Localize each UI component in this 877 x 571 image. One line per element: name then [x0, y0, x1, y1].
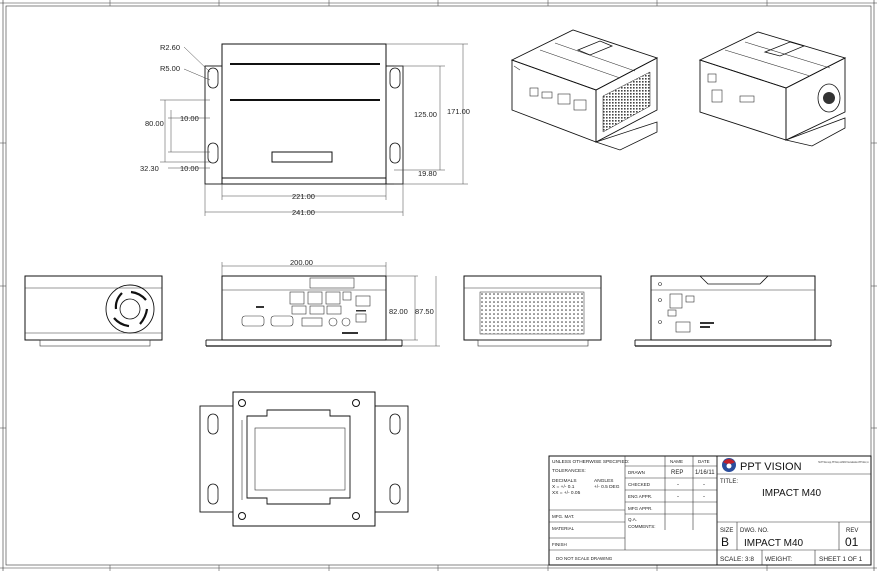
- isometric-view-rear: [698, 31, 847, 147]
- dim-80: 80.00: [145, 119, 164, 128]
- tb-drawn: DRAWN: [628, 470, 645, 475]
- dim-171: 171.00: [447, 107, 470, 116]
- dim-r-top: R2.60: [160, 43, 180, 52]
- dim-200: 200.00: [290, 258, 313, 267]
- isometric-view-front: [510, 29, 659, 151]
- tb-checked: CHECKED: [628, 482, 651, 487]
- tb-company-fine: The PPT Vision Logo, PPT Vision, and IMP…: [818, 460, 869, 464]
- bottom-view: [199, 391, 409, 527]
- tb-sheet: SHEET 1 OF 1: [819, 556, 863, 563]
- company-logo: [722, 458, 736, 472]
- tb-finish: FINISH: [552, 542, 567, 547]
- dim-82: 82.00: [389, 307, 408, 316]
- tb-rev-label: REV: [846, 528, 858, 534]
- dim-125: 125.00: [414, 110, 437, 119]
- tb-eng-name: -: [677, 494, 679, 500]
- dim-241: 241.00: [292, 208, 315, 217]
- tb-mfg-appr: MFG APPR.: [628, 506, 653, 511]
- tb-eng-appr: ENG APPR.: [628, 494, 652, 499]
- tb-eng-date: -: [703, 494, 705, 500]
- tb-drawn-date: 1/16/11: [695, 470, 715, 476]
- tb-x-tol: X = +/- 0.1: [552, 484, 575, 490]
- dim-32: 32.30: [140, 164, 159, 173]
- top-view-dimensions: R2.60 R5.00 80.00 10.00 10.00 32.30 125.…: [140, 43, 470, 217]
- tb-xx-tol: XX = +/- 0.05: [552, 490, 581, 496]
- tb-dwg-label: DWG. NO.: [740, 528, 769, 534]
- tb-tolerances: TOLERANCES:: [552, 468, 586, 474]
- side-view-fan: [24, 275, 163, 347]
- side-view-vent: [463, 275, 602, 347]
- dim-10-top: 10.00: [180, 114, 199, 123]
- dim-87: 87.50: [415, 307, 434, 316]
- top-view: [204, 43, 404, 185]
- tb-angles-tol: +/- 0.5 DEG: [594, 484, 620, 490]
- tb-qa: Q.A.: [628, 517, 637, 522]
- tb-title-label: TITLE:: [720, 479, 738, 485]
- tb-mfg: MFG. MAT.: [552, 514, 574, 519]
- tb-title: IMPACT M40: [762, 488, 822, 499]
- tb-col-name: NAME: [670, 459, 683, 464]
- tb-drawn-name: REP: [671, 470, 683, 476]
- tb-scale: SCALE: 3:8: [720, 556, 754, 563]
- tb-angles: ANGLES: [594, 478, 613, 484]
- tb-company: PPT VISION: [740, 461, 802, 473]
- tb-comments: COMMENTS:: [628, 524, 656, 529]
- tb-col-date: DATE: [698, 459, 710, 464]
- tb-unless: UNLESS OTHERWISE SPECIFIED:: [552, 459, 629, 465]
- title-block: UNLESS OTHERWISE SPECIFIED: TOLERANCES: …: [548, 455, 872, 566]
- dim-221: 221.00: [292, 192, 315, 201]
- tb-material: MATERIAL: [552, 526, 575, 531]
- dim-19: 19.80: [418, 169, 437, 178]
- tb-checked-date: -: [703, 482, 705, 488]
- tb-weight: WEIGHT:: [765, 556, 792, 563]
- tb-rev: 01: [845, 535, 859, 549]
- tb-dwg-no: IMPACT M40: [744, 538, 804, 549]
- dim-10-bottom: 10.00: [180, 164, 199, 173]
- rear-view: [634, 275, 832, 347]
- tb-size: B: [721, 535, 729, 549]
- front-view-dimensions: 200.00 82.00 87.50: [221, 258, 440, 347]
- tb-decimals: DECIMALS: [552, 478, 577, 484]
- dim-r-bottom: R5.00: [160, 64, 180, 73]
- tb-do-not-scale: DO NOT SCALE DRAWING: [556, 556, 613, 561]
- tb-size-label: SIZE: [720, 528, 733, 534]
- tb-checked-name: -: [677, 482, 679, 488]
- front-view-connectors: [205, 275, 403, 347]
